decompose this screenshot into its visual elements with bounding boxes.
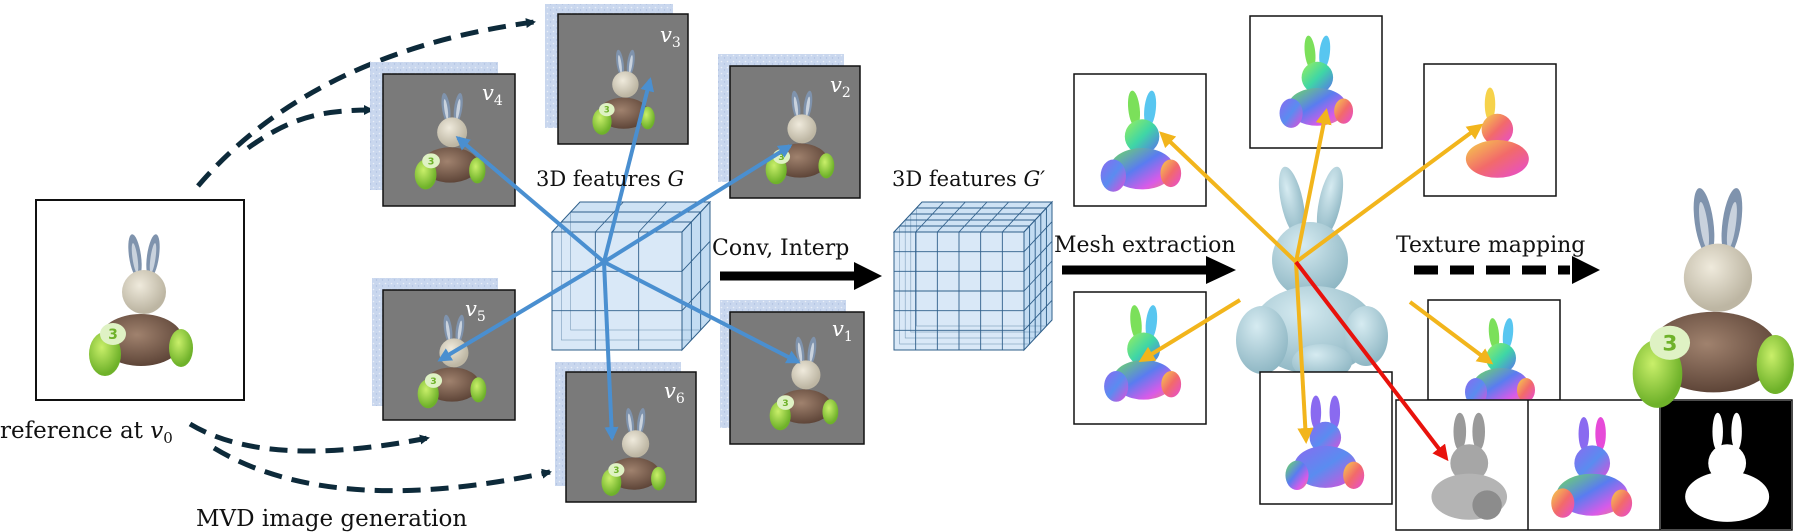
depth-map-icon bbox=[1431, 412, 1508, 520]
dashed-arrow-to-v6 bbox=[212, 445, 552, 494]
features-gp-label: 3D features G′ bbox=[892, 167, 1045, 191]
blue-arrow-to-v1 bbox=[603, 260, 801, 364]
mvd-generation-arrows bbox=[188, 18, 552, 494]
mesh-extraction-label: Mesh extraction bbox=[1054, 233, 1236, 258]
blue-arrow-to-v6 bbox=[602, 261, 619, 441]
normal-map-icon bbox=[1073, 73, 1207, 207]
yellow-arrow-4 bbox=[1138, 298, 1242, 363]
render-arrows bbox=[1138, 108, 1494, 462]
view-label-v1: v1 bbox=[832, 317, 853, 345]
view-v2 bbox=[718, 54, 861, 199]
textured-output bbox=[1632, 186, 1794, 408]
blue-arrow-to-v4 bbox=[455, 136, 606, 264]
view-projection-arrows bbox=[437, 77, 801, 441]
conv-interp-label: Conv, Interp bbox=[712, 236, 849, 261]
view-label-v2: v2 bbox=[830, 73, 851, 101]
yellow-arrow-5 bbox=[1408, 300, 1494, 365]
blue-arrow-to-v5 bbox=[437, 260, 606, 362]
view-v1 bbox=[720, 300, 865, 445]
view-label-v5: v5 bbox=[465, 297, 486, 325]
normal-map-icon bbox=[1551, 417, 1633, 518]
yellow-arrow-1 bbox=[1159, 131, 1298, 264]
view-label-v4: v4 bbox=[482, 81, 503, 109]
reference-label: reference at v0 bbox=[0, 418, 173, 447]
view-label-v6: v6 bbox=[664, 379, 685, 407]
view-v4 bbox=[370, 62, 516, 207]
view-v3 bbox=[545, 4, 689, 145]
normal-map-icon bbox=[1249, 15, 1383, 149]
view-v5 bbox=[372, 278, 516, 421]
features-g-label: 3D features G bbox=[536, 167, 684, 191]
mvd-caption: MVD image generation bbox=[196, 506, 467, 532]
dashed-arrow-to-v4 bbox=[246, 105, 374, 151]
yellow-arrow-3 bbox=[1294, 123, 1484, 264]
texture-maps-strip bbox=[1395, 399, 1793, 531]
stage-arrows bbox=[720, 256, 1600, 290]
view-label-v3: v3 bbox=[660, 23, 681, 51]
red-arrow-depth bbox=[1294, 260, 1449, 462]
texture-mapping-label: Texture mapping bbox=[1396, 233, 1585, 258]
blue-arrow-to-v2 bbox=[602, 144, 793, 264]
normal-map-icon bbox=[1423, 63, 1557, 197]
dashed-arrow-to-v5 bbox=[188, 421, 430, 454]
blue-arrow-to-v3 bbox=[602, 77, 655, 263]
yellow-arrow-2 bbox=[1294, 108, 1332, 263]
bunny-mesh-icon bbox=[1236, 164, 1388, 380]
view-v6 bbox=[555, 362, 697, 503]
reference-image bbox=[35, 199, 245, 401]
normal-map-icon bbox=[1427, 299, 1561, 406]
mask-icon bbox=[1661, 401, 1791, 529]
voxel-grid-icon bbox=[892, 200, 1054, 352]
normal-map-views bbox=[1073, 15, 1561, 505]
normal-map-icon bbox=[1259, 371, 1393, 505]
normal-map-icon bbox=[1073, 291, 1207, 425]
yellow-arrow-6 bbox=[1294, 261, 1314, 444]
